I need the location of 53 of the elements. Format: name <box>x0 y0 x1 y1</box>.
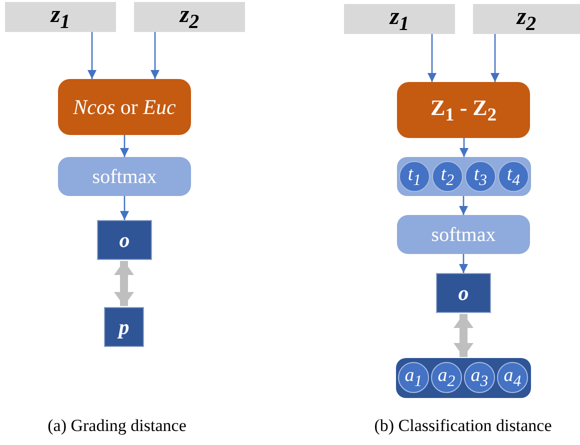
softmax-box <box>58 157 191 196</box>
input-box <box>344 4 455 34</box>
element-label: a$_{1}$ <box>404 366 422 390</box>
double-arrow <box>454 314 474 357</box>
element-label: t$_{4}$ <box>506 164 520 188</box>
element-label: t$_{1}$ <box>408 164 422 188</box>
distance-box <box>397 82 530 138</box>
panel-caption: (a) Grading distance <box>48 416 186 436</box>
element-circle <box>497 362 528 393</box>
output-box <box>97 220 152 260</box>
arrow <box>150 32 160 79</box>
node-label: o <box>119 230 130 250</box>
node-label: softmax <box>431 224 496 244</box>
panel-caption: (b) Classification distance <box>374 416 552 436</box>
node-label: z$_{2}$ <box>516 4 536 34</box>
node-label: Ncos or Euc <box>73 96 176 118</box>
element-circle <box>464 362 495 393</box>
element-label: a$_{4}$ <box>504 366 522 390</box>
node-label: o <box>458 282 469 304</box>
arrow <box>120 196 129 220</box>
node-label: p <box>118 316 130 338</box>
vector-bar <box>397 157 531 196</box>
node-label: z$_{2}$ <box>180 2 200 32</box>
arrow <box>460 138 468 157</box>
double-arrow <box>114 261 134 306</box>
element-circle <box>399 161 430 192</box>
element-circle <box>432 161 463 192</box>
node-label: z$_{1}$ <box>390 4 410 34</box>
element-label: t$_{3}$ <box>474 164 488 188</box>
element-label: t$_{2}$ <box>440 164 454 188</box>
element-label: a$_{2}$ <box>438 366 456 390</box>
output-box <box>104 307 144 347</box>
input-box <box>5 2 116 32</box>
arrow <box>459 196 468 215</box>
node-label: Z$_{1}$ - Z$_{2}$ <box>430 96 497 124</box>
arrow <box>428 34 436 82</box>
input-box <box>473 4 580 34</box>
element-label: a$_{3}$ <box>470 366 488 390</box>
input-box <box>134 2 245 32</box>
element-circle <box>398 362 429 393</box>
arrow <box>120 135 129 157</box>
arrow <box>88 32 96 79</box>
distance-box <box>58 79 191 135</box>
output-box <box>436 273 491 313</box>
arrow <box>459 254 468 273</box>
element-circle <box>465 161 496 192</box>
softmax-box <box>397 215 530 254</box>
vector-bar <box>396 358 531 398</box>
element-circle <box>498 161 529 192</box>
arrow <box>490 34 500 82</box>
node-label: softmax <box>92 166 157 186</box>
node-label: z$_{1}$ <box>50 2 70 32</box>
element-circle <box>431 362 462 393</box>
